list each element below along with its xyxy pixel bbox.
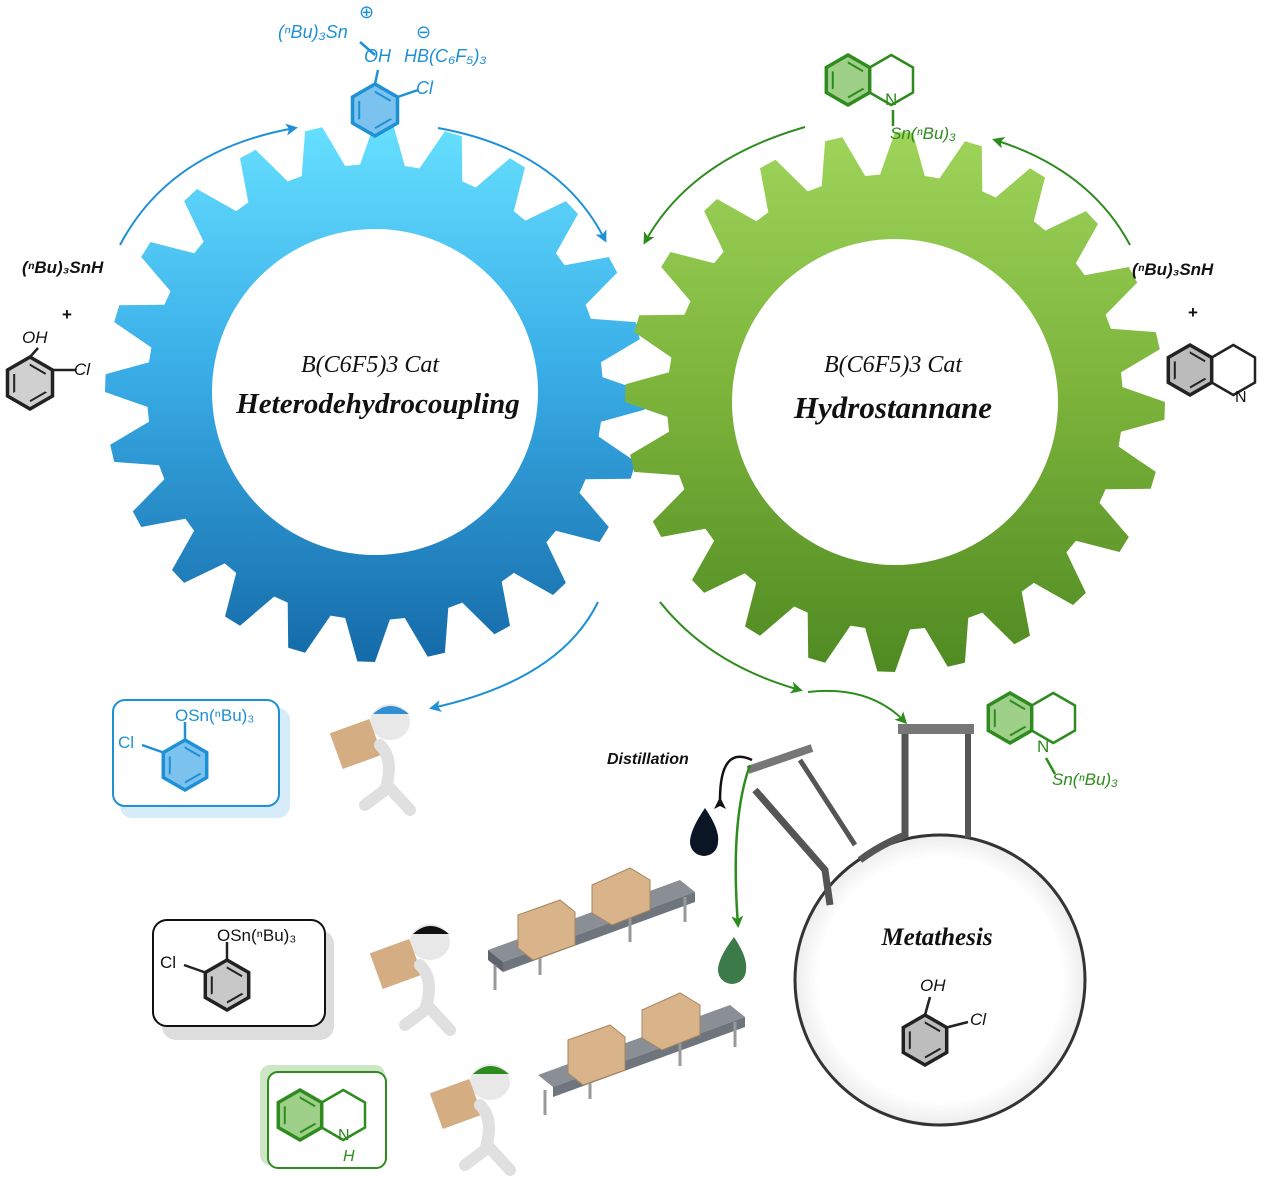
left-plus: + bbox=[62, 305, 72, 324]
ring-green-box-side bbox=[321, 1088, 367, 1142]
ring-green-top-side bbox=[869, 53, 915, 107]
ring-blue-intermediate bbox=[350, 81, 400, 139]
ring-right-quinoline bbox=[1166, 342, 1214, 398]
droplet-black-icon bbox=[690, 808, 719, 856]
left-phenol-oh: OH bbox=[22, 328, 48, 347]
distillation-label: Distillation bbox=[607, 751, 689, 768]
ring-flask-phenol bbox=[901, 1012, 949, 1068]
bond-blue-box-cl bbox=[141, 743, 164, 754]
ring-left-phenol bbox=[5, 354, 55, 412]
ring-green-box bbox=[276, 1087, 324, 1143]
green-box-h: H bbox=[343, 1148, 355, 1165]
blue-intermediate-plus: ⊕ bbox=[359, 2, 375, 22]
bond-left-oh bbox=[29, 347, 39, 358]
blue-intermediate-minus: ⊖ bbox=[416, 22, 432, 42]
arrow-blue-out bbox=[437, 127, 607, 243]
molecule-structures bbox=[5, 41, 1257, 1143]
worker-blue-icon bbox=[329, 704, 416, 816]
gearRightG-body bbox=[625, 132, 1165, 672]
arrow-distillation-green bbox=[731, 764, 752, 928]
flask-phenol-cl: Cl bbox=[970, 1010, 987, 1029]
blue-intermediate-sn: (ⁿBu)₃Sn bbox=[278, 22, 348, 42]
gear-left-title: Heterodehydrocoupling bbox=[235, 388, 520, 420]
green-intermediate-n: N bbox=[885, 90, 898, 109]
arrow-green-product bbox=[659, 601, 803, 694]
flask bbox=[746, 724, 1087, 1127]
blue-intermediate-cl: Cl bbox=[416, 78, 433, 98]
green-product-n: N bbox=[1037, 737, 1050, 756]
bond-green-right-sn bbox=[1044, 757, 1057, 775]
flask-phenol-oh: OH bbox=[920, 976, 946, 995]
green-intermediate-sn: Sn(ⁿBu)₃ bbox=[890, 124, 956, 143]
gear-right bbox=[625, 132, 1165, 672]
blue-intermediate-oh: OH bbox=[364, 46, 391, 66]
right-plus: + bbox=[1188, 303, 1198, 322]
arrow-green-out bbox=[643, 126, 806, 245]
gear-right-catalyst: B(C6F5)3 Cat bbox=[824, 352, 963, 378]
arrow-green-in bbox=[992, 136, 1131, 246]
bond-flask-cl bbox=[946, 1020, 969, 1029]
flask-label: Metathesis bbox=[880, 924, 992, 951]
bond-blue-cl bbox=[397, 88, 419, 99]
conveyor-lower bbox=[538, 992, 745, 1115]
droplet-green-icon bbox=[718, 937, 747, 984]
black-box-cl: Cl bbox=[160, 953, 177, 972]
ring-green-right bbox=[986, 690, 1034, 746]
arrow-distillation bbox=[713, 755, 753, 810]
bond-blue-oh bbox=[373, 69, 380, 85]
bond-flask-oh bbox=[923, 996, 932, 1016]
worker-black-icon bbox=[369, 924, 456, 1036]
black-box-osn: OSn(ⁿBu)₃ bbox=[217, 926, 297, 945]
ring-black-box bbox=[203, 957, 251, 1013]
blue-intermediate-anion: HB(C₆F₅)₃ bbox=[404, 46, 487, 66]
gearLeftG-body bbox=[105, 122, 645, 662]
right-quinoline-n: N bbox=[1235, 389, 1247, 406]
ring-right-quinoline-side bbox=[1211, 343, 1257, 397]
arrow-blue-in bbox=[119, 123, 298, 246]
ring-green-right-side bbox=[1031, 691, 1077, 745]
left-stannane-label: (ⁿBu)₃SnH bbox=[22, 258, 104, 277]
arrow-blue-product bbox=[429, 601, 599, 712]
green-product-sn: Sn(ⁿBu)₃ bbox=[1052, 770, 1118, 789]
gear-left bbox=[105, 122, 645, 662]
gear-right-title: Hydrostannane bbox=[793, 390, 992, 425]
left-phenol-cl: Cl bbox=[74, 360, 91, 379]
worker-green-icon bbox=[429, 1064, 516, 1176]
blue-box-cl: Cl bbox=[118, 733, 135, 752]
bond-blue-sn bbox=[359, 41, 376, 56]
conveyor-upper bbox=[488, 867, 695, 990]
blue-box-osn: OSn(ⁿBu)₃ bbox=[175, 706, 255, 725]
ring-green-top bbox=[824, 52, 872, 108]
green-box-n: N bbox=[338, 1127, 350, 1144]
right-stannane-label: (ⁿBu)₃SnH bbox=[1132, 260, 1214, 279]
gear-left-catalyst: B(C6F5)3 Cat bbox=[301, 352, 440, 378]
arrow-green-to-flask bbox=[807, 689, 908, 725]
ring-blue-box bbox=[161, 737, 209, 793]
bond-black-box-cl bbox=[183, 963, 206, 974]
